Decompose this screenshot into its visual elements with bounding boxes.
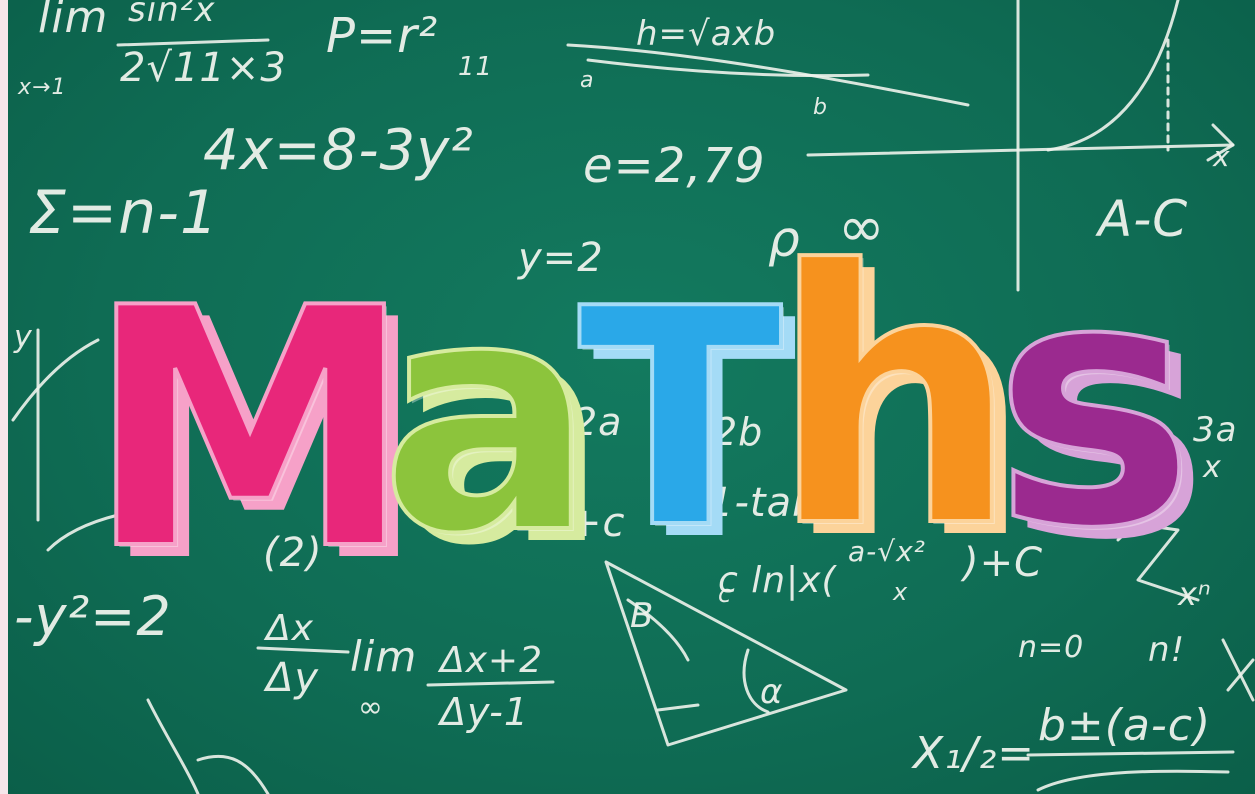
frac-bar-quad bbox=[1026, 750, 1235, 757]
triangle-arc-alpha bbox=[742, 648, 770, 714]
cross-line bbox=[1221, 638, 1255, 702]
title-letter-0: M bbox=[84, 238, 416, 622]
segment-ab bbox=[566, 43, 970, 107]
chalk-ln-den: x bbox=[893, 578, 909, 606]
title-letter-3: h bbox=[768, 196, 1021, 604]
frac-bar-dx bbox=[256, 646, 350, 654]
chalk-e-value: e=2,79 bbox=[583, 138, 766, 194]
chalk-triangle-b: B bbox=[630, 596, 655, 636]
left-curve bbox=[11, 338, 100, 422]
title-letter-1-shadow: a bbox=[394, 244, 610, 616]
left-curve-2 bbox=[46, 513, 120, 552]
chalk-paren-two: (2) bbox=[263, 530, 323, 576]
chalk-2b: 2b bbox=[713, 410, 764, 454]
chalk-y-squared: -y²=2 bbox=[14, 585, 172, 648]
title-letter-4-shadow: s bbox=[1007, 219, 1210, 615]
graph-x-arrow bbox=[1206, 123, 1235, 162]
sum-sign bbox=[1106, 518, 1200, 602]
chalk-lim-num: sin²x bbox=[128, 0, 216, 30]
chalk-n-factorial: n! bbox=[1148, 630, 1186, 670]
chalk-triangle-c: c bbox=[718, 580, 733, 608]
frac-bar-lim2 bbox=[426, 680, 555, 687]
title-letter-3-shadow: h bbox=[784, 208, 1034, 616]
chalk-sum2-bottom: n=0 bbox=[1018, 630, 1085, 665]
chalk-lim: lim bbox=[38, 0, 109, 43]
chalk-lim2-den: Δy-1 bbox=[440, 690, 530, 734]
bottom-arrow bbox=[146, 698, 200, 794]
chalk-lim-den: 2√11×3 bbox=[120, 45, 287, 91]
chalk-x12: X₁/₂= bbox=[913, 728, 1036, 779]
triangle bbox=[604, 560, 848, 747]
chalk-x-axis-label: x bbox=[1213, 140, 1231, 173]
chalk-p-eq: P=r² bbox=[326, 8, 439, 64]
chalk-p-den: 11 bbox=[458, 52, 494, 82]
title-letter-1: a bbox=[378, 232, 598, 604]
frac-bar-lim bbox=[116, 38, 270, 47]
chalk-ln-tail: )+C bbox=[963, 540, 1044, 586]
chalk-y-axis-label: y bbox=[14, 320, 33, 355]
chalk-ln-num: a-√x² bbox=[848, 535, 926, 568]
chalk-equation-main: 4x=8-3y² bbox=[203, 118, 474, 183]
right-curve bbox=[1116, 498, 1180, 542]
title-letter-0-shadow: M bbox=[100, 250, 429, 634]
chalk-plus-c: +c bbox=[568, 500, 626, 546]
chalk-point-b: b bbox=[813, 95, 828, 120]
chalk-lim2: lim bbox=[350, 632, 418, 681]
chalk-tan: 1-tan(a) bbox=[708, 480, 878, 526]
chalkboard: lim sin²x 2√11×3 x→1 P=r² 11 h=√axb a b … bbox=[8, 0, 1255, 794]
title-letter-2-shadow: T bbox=[592, 257, 797, 606]
chalk-dy: Δy bbox=[266, 655, 320, 701]
chalk-infinity: ∞ bbox=[838, 195, 886, 260]
graph-curve bbox=[1046, 0, 1180, 152]
chalk-3a-den: x bbox=[1203, 450, 1222, 485]
chalk-dx: Δx bbox=[266, 608, 314, 649]
bottom-curve bbox=[196, 754, 270, 794]
triangle-right-angle bbox=[656, 703, 700, 712]
chalk-lim2-sub: ∞ bbox=[358, 690, 384, 725]
graph-x-axis bbox=[806, 143, 1235, 157]
chalk-a-minus-c: A-C bbox=[1098, 190, 1189, 248]
title-letter-4: s bbox=[991, 207, 1197, 603]
cross-line-2 bbox=[1226, 658, 1255, 692]
segment-ab-2 bbox=[586, 58, 870, 78]
triangle-arc-b bbox=[626, 598, 690, 662]
chalk-lim2-num: Δx+2 bbox=[440, 640, 543, 681]
chalk-rho: ρ bbox=[768, 210, 801, 268]
title-letter-2: T bbox=[576, 245, 785, 594]
chalk-y-eq: y=2 bbox=[518, 235, 604, 281]
chalk-point-a: a bbox=[580, 68, 595, 93]
chalk-3a: 3a bbox=[1193, 410, 1238, 450]
chalk-h-eq: h=√axb bbox=[636, 14, 777, 54]
chalk-triangle-alpha: α bbox=[760, 672, 784, 712]
chalk-ln-expr: c ln|x( bbox=[718, 560, 837, 601]
chalk-drawings bbox=[11, 0, 1255, 794]
chalk-quad-num: b±(a-c) bbox=[1038, 700, 1212, 751]
quad-sqrt bbox=[1036, 769, 1230, 792]
chalk-sum2-top: xⁿ bbox=[1178, 575, 1212, 613]
chalk-lim-sub: x→1 bbox=[18, 75, 67, 100]
chalk-sum: Σ=n-1 bbox=[28, 178, 220, 248]
chalk-2a: 2a bbox=[573, 400, 623, 444]
